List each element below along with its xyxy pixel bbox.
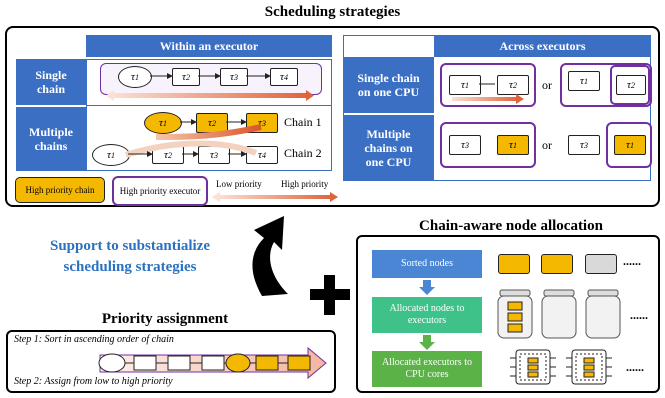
priority-title: Priority assignment xyxy=(101,311,229,327)
across-row1-or: or xyxy=(542,78,552,92)
across-row1-inner-exec xyxy=(610,65,650,105)
legend-high-priority: High priority xyxy=(281,179,329,189)
executor-jar-icons xyxy=(497,289,621,339)
allocation-title: Chain-aware node allocation xyxy=(419,218,603,234)
legend-low-priority: Low priority xyxy=(216,179,262,189)
support-text: Support to substantialize scheduling str… xyxy=(49,238,211,275)
within-executor-area xyxy=(86,59,332,171)
cpu-ellipsis: ...... xyxy=(626,360,644,374)
legend-high-priority-executor: High priority executor xyxy=(112,176,208,206)
flow-arrow-2 xyxy=(419,335,435,350)
within-divider xyxy=(86,105,332,106)
across-row2-exec-b xyxy=(606,122,652,168)
allocated-executors-box: Allocated executors to CPU cores xyxy=(372,351,482,387)
across-row2-exec-a xyxy=(440,122,536,168)
multiple-chain-arrows xyxy=(125,119,262,158)
executor-ellipsis: ...... xyxy=(630,308,648,322)
sorted-nodes-box: Sorted nodes xyxy=(372,250,482,278)
cpu-core-icons xyxy=(510,349,612,385)
across-row1-exec-b xyxy=(560,63,652,107)
single-chain-arrows xyxy=(106,73,314,101)
legend-high-priority-chain: High priority chain xyxy=(15,177,105,203)
support-arrow xyxy=(252,216,288,296)
within-executor-header: Within an executor xyxy=(86,35,332,57)
priority-step2: Step 2: Assign from low to high priority xyxy=(14,376,173,387)
scheduling-title: Scheduling strategies xyxy=(264,4,401,20)
chain2-label: Chain 2 xyxy=(284,146,322,160)
sorted-node-icon-1 xyxy=(498,254,530,274)
sorted-ellipsis: ...... xyxy=(623,254,641,268)
allocation-panel xyxy=(356,235,660,393)
across-executors-header: Across executors xyxy=(434,35,651,57)
sorted-node-icon-2 xyxy=(541,254,573,274)
priority-panel xyxy=(6,330,336,393)
flow-arrow-1 xyxy=(419,280,435,295)
plus-sign xyxy=(310,275,350,315)
multiple-chains-label: Multiple chains xyxy=(16,107,86,171)
across-single-label: Single chain on one CPU xyxy=(343,57,434,113)
priority-chain-graphic xyxy=(98,346,327,380)
allocated-nodes-box: Allocated nodes to executors xyxy=(372,297,482,333)
across-row1-arrow-a xyxy=(452,83,524,104)
across-multiple-label: Multiple chains on one CPU xyxy=(343,115,434,181)
across-row2-or: or xyxy=(542,138,552,152)
sorted-node-icon-3 xyxy=(585,254,617,274)
legend-priority-arrow xyxy=(212,192,338,202)
chain1-label: Chain 1 xyxy=(284,115,322,129)
priority-step1: Step 1: Sort in ascending order of chain xyxy=(14,334,174,345)
single-chain-label: Single chain xyxy=(16,59,86,105)
across-row1-exec-a xyxy=(440,63,536,107)
